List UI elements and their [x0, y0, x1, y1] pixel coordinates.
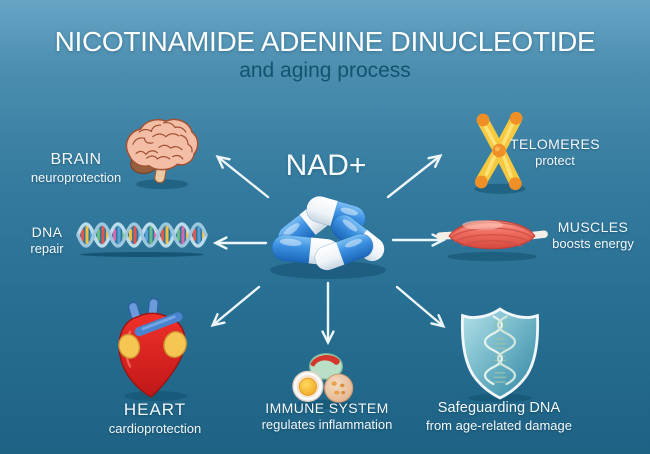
telomeres-label: TELOMERES: [510, 136, 600, 152]
node-label-dna: DNA repair: [8, 224, 86, 257]
immune-cells-icon: [292, 353, 357, 409]
node-label-immune: IMMUNE SYSTEM regulates inflammation: [252, 400, 402, 433]
arrow-to-brain: [218, 157, 270, 199]
nad-pills-icon: [270, 195, 386, 279]
node-label-brain: BRAIN neuroprotection: [16, 150, 136, 185]
muscle-icon: [436, 220, 548, 262]
page-title: NICOTINAMIDE ADENINE DINUCLEOTIDE: [54, 26, 596, 57]
dna-helix-icon: [76, 222, 208, 257]
node-label-telomeres: TELOMERES protect: [495, 136, 615, 169]
muscles-sublabel: boosts energy: [552, 236, 634, 252]
shield-label: Safeguarding DNA: [437, 400, 561, 416]
heart-icon: [118, 297, 188, 402]
chromosome-icon: [474, 111, 526, 194]
heart-label: HEART: [123, 400, 187, 419]
muscles-label: MUSCLES: [557, 219, 629, 235]
node-label-shield: Safeguarding DNA from age-related damage: [418, 400, 580, 434]
page-subtitle: and aging process: [239, 59, 411, 82]
immune-label: IMMUNE SYSTEM: [265, 400, 389, 416]
brain-label: BRAIN: [50, 151, 102, 168]
immune-sublabel: regulates inflammation: [261, 417, 393, 433]
brain-sublabel: neuroprotection: [30, 169, 122, 185]
dna-shield-icon: [460, 307, 540, 403]
brain-icon: [125, 118, 199, 190]
node-label-muscles: MUSCLES boosts energy: [533, 219, 650, 252]
arrow-to-shield: [395, 285, 443, 326]
dna-label: DNA: [31, 224, 63, 240]
dna-sublabel: repair: [30, 241, 64, 257]
center-nad-label: NAD+: [285, 149, 367, 182]
shield-sublabel: from age-related damage: [426, 417, 572, 433]
arrow-to-heart: [213, 285, 261, 325]
arrow-to-telomeres: [386, 156, 440, 199]
heart-sublabel: cardioprotection: [108, 420, 202, 436]
node-label-heart: HEART cardioprotection: [85, 400, 225, 437]
telomeres-sublabel: protect: [535, 153, 575, 169]
